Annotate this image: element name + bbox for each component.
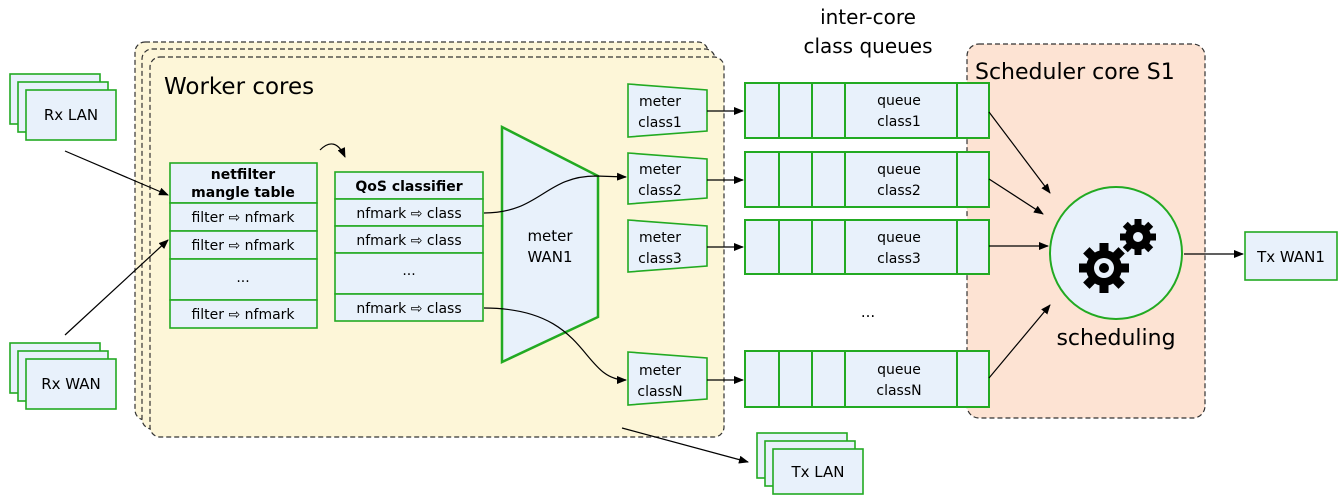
netfilter-row: filter ⇨ nfmark <box>191 307 295 323</box>
qos-row: nfmark ⇨ class <box>356 206 461 222</box>
netfilter-row: filter ⇨ nfmark <box>191 210 295 226</box>
arrow-worker-to-tx-lan <box>621 427 749 464</box>
meter-class2: meter class2 <box>627 152 708 205</box>
netfilter-mangle-table: netfilter mangle table filter ⇨ nfmark f… <box>169 162 318 329</box>
arrow-queue2-to-scheduler <box>988 178 1044 215</box>
qos-row: nfmark ⇨ class <box>356 233 461 249</box>
meter-classN-line1: meter <box>639 363 681 379</box>
rx-wan-label: Rx WAN <box>41 375 101 393</box>
meter-wan1-line2: WAN1 <box>527 248 572 266</box>
queue-class2: queue class2 <box>744 151 990 208</box>
meter-wan1: meter WAN1 <box>500 124 600 364</box>
worker-cores-title: Worker cores <box>164 74 314 100</box>
rx-wan-stack: Rx WAN <box>9 342 117 410</box>
qos-row-ellipsis: ... <box>402 263 415 279</box>
rx-lan-label: Rx LAN <box>44 106 98 124</box>
queue-class1-line2: class1 <box>877 114 921 130</box>
tx-wan1-label: Tx WAN1 <box>1256 248 1325 266</box>
meter-class1: meter class1 <box>627 83 708 138</box>
queue-class1-line1: queue <box>877 93 921 109</box>
tx-wan1-box: Tx WAN1 <box>1244 231 1338 281</box>
scheduling-node <box>1049 186 1183 320</box>
meter-class1-line1: meter <box>639 94 681 110</box>
queues-header-line2: class queues <box>803 34 932 58</box>
qos-title: QoS classifier <box>355 179 462 195</box>
meter-class2-line1: meter <box>639 162 681 178</box>
meter-classN-line2: classN <box>637 384 682 400</box>
arrow-queue1-to-scheduler <box>988 111 1051 194</box>
queue-class3-line1: queue <box>877 230 921 246</box>
meter-class2-line2: class2 <box>638 183 682 199</box>
netfilter-row-ellipsis: ... <box>236 270 249 286</box>
queue-class2-line1: queue <box>877 162 921 178</box>
queue-class1: queue class1 <box>744 82 990 139</box>
arrow-rx-lan-to-netfilter <box>64 150 169 196</box>
arrow-netfilter-to-qos <box>319 143 346 158</box>
netfilter-title-line1: netfilter <box>211 167 276 183</box>
arrow-queueN-to-scheduler <box>988 304 1051 379</box>
queues-header-line1: inter-core <box>820 5 916 29</box>
queue-class2-line2: class2 <box>877 183 921 199</box>
connectors <box>64 107 1244 464</box>
meter-class3: meter class3 <box>627 219 708 273</box>
qos-classifier-table: QoS classifier nfmark ⇨ class nfmark ⇨ c… <box>334 171 484 322</box>
rx-lan-stack: Rx LAN <box>9 73 117 141</box>
queue-classN-line1: queue <box>877 362 921 378</box>
queue-classN-line2: classN <box>876 383 921 399</box>
qos-row: nfmark ⇨ class <box>356 301 461 317</box>
queue-class3: queue class3 <box>744 219 990 275</box>
queue-classN: queue classN <box>744 350 990 408</box>
netfilter-row: filter ⇨ nfmark <box>191 238 295 254</box>
scheduler-core-title: Scheduler core S1 <box>975 60 1175 85</box>
queue-class3-line2: class3 <box>877 251 921 267</box>
netfilter-title-line2: mangle table <box>191 185 295 201</box>
tx-lan-label: Tx LAN <box>791 463 845 481</box>
meter-classN: meter classN <box>627 351 708 406</box>
scheduling-label: scheduling <box>1056 326 1175 351</box>
meter-wan1-line1: meter <box>527 227 573 245</box>
queues-ellipsis: ... <box>861 303 875 321</box>
arrow-rx-wan-to-netfilter <box>64 239 169 336</box>
meter-class3-line1: meter <box>639 230 681 246</box>
gears-icon <box>1079 219 1156 293</box>
arrow-qos-to-class2 <box>483 172 627 214</box>
tx-lan-stack: Tx LAN <box>756 432 864 495</box>
meter-class1-line2: class1 <box>638 115 682 131</box>
meter-class3-line2: class3 <box>638 251 682 267</box>
arrow-qos-to-classN <box>483 307 627 384</box>
